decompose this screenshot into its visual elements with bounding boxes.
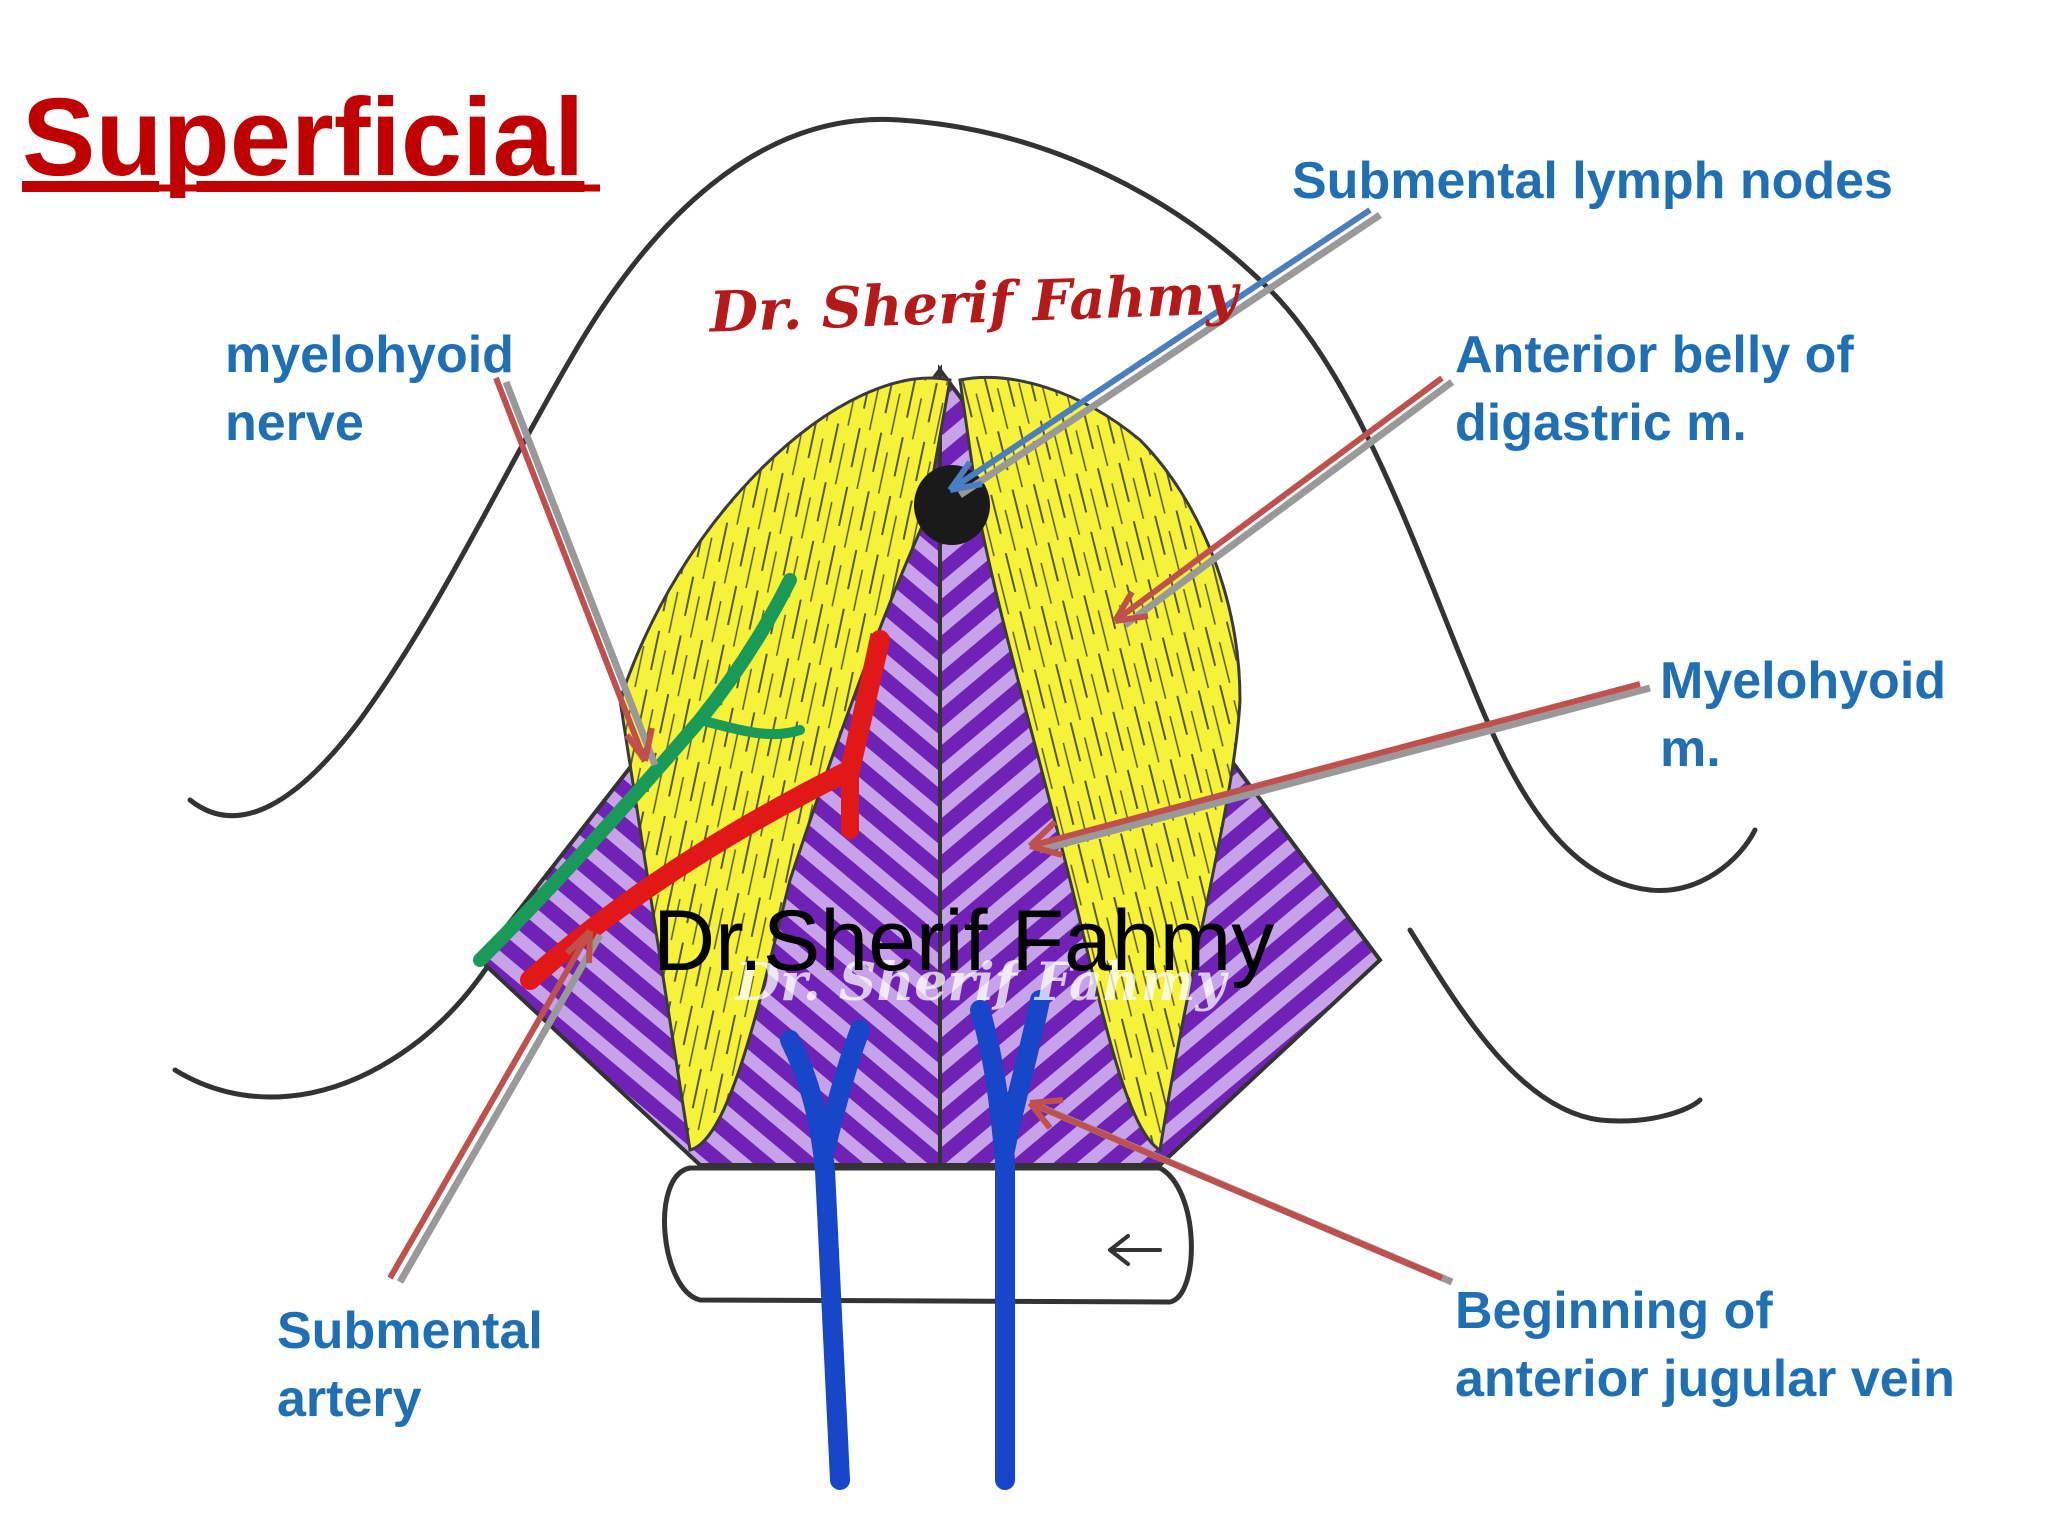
label-jugular-vein-line2: anterior jugular vein: [1455, 1350, 1955, 1408]
hyoid-arrow: [1108, 1234, 1162, 1266]
label-submental-artery-line1: Submental: [277, 1302, 543, 1360]
label-anterior-belly-line1: Anterior belly of: [1455, 326, 1854, 384]
label-anterior-belly-line2: digastric m.: [1455, 394, 1747, 452]
label-submental-lymph-nodes: Submental lymph nodes: [1292, 152, 1893, 210]
chin-outline: [187, 116, 1758, 893]
anterior-jugular-vein-left: [780, 1020, 870, 1490]
label-jugular-vein-line1: Beginning of: [1455, 1282, 1773, 1340]
pointer-myelohyoid-m: [1027, 681, 1651, 858]
pointer-myelohyoid-nerve: [493, 376, 659, 767]
pointer-submental-artery: [387, 928, 604, 1284]
submental-lymph-nodes: [914, 465, 990, 545]
hyoid-bone: [662, 1165, 1194, 1305]
anterior-jugular-vein-right: [970, 990, 1050, 1490]
page-title: Superficial: [22, 76, 584, 199]
pointer-submental-lymph-nodes: [947, 207, 1382, 498]
label-myelohyoid-m-line2: m.: [1660, 720, 1721, 778]
neck-outline-right: [1407, 927, 1703, 1124]
label-submental-artery-line2: artery: [277, 1370, 422, 1428]
watermark-top: Dr. Sherif Fahmy: [706, 261, 1242, 346]
neck-outline-left: [172, 947, 503, 1100]
myelohyoid-nerve: [473, 573, 797, 967]
pointer-anterior-belly: [1112, 375, 1455, 628]
label-myelohyoid-m-line1: Myelohyoid: [1660, 652, 1946, 710]
myelohyoid-nerve-branch: [695, 715, 805, 740]
pointer-anterior-jugular-vein: [1027, 1097, 1454, 1286]
anterior-belly-digastric-right: [958, 376, 1242, 1153]
label-myelohyoid-nerve-line1: myelohyoid: [225, 326, 514, 384]
label-myelohyoid-nerve-line2: nerve: [225, 394, 364, 452]
watermark-center-white: Dr. Sherif Fahmy: [733, 952, 1230, 1013]
anterior-belly-digastric-left: [618, 376, 952, 1152]
watermark-center: Dr.Sherif Fahmy: [653, 893, 1274, 989]
